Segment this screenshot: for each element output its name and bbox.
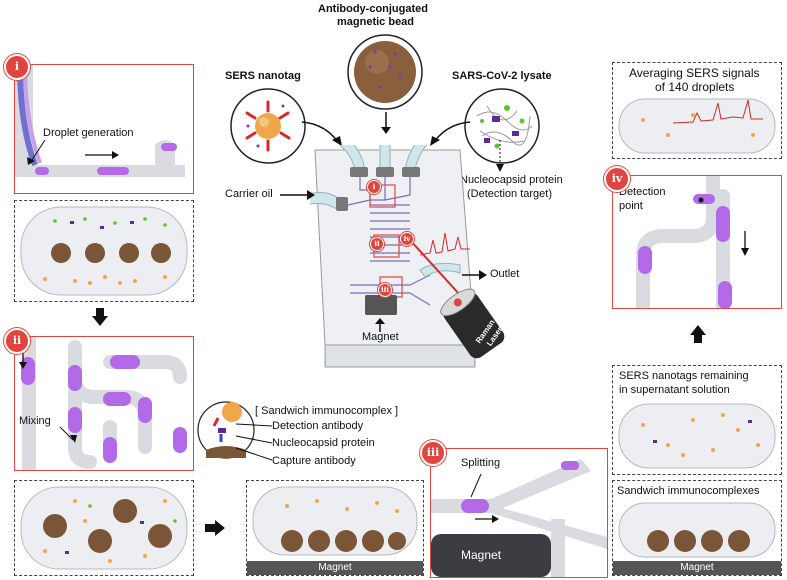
immunocomplex-title: [ Sandwich immunocomplex ]: [255, 405, 399, 417]
mixing-label: Mixing: [19, 415, 51, 427]
nucleocapsid-label-line2: (Detection target): [467, 188, 552, 200]
microfluidic-chip: [310, 145, 476, 368]
panel-sandwich: Sandwich immunocomplexes Magnet: [612, 480, 782, 576]
carrier-oil-label: Carrier oil: [225, 188, 273, 200]
panel-ii-channels: [19, 337, 187, 470]
chip-badge-iv: iv: [400, 232, 414, 246]
panel-ii-droplet-zoom: [14, 480, 194, 576]
panel-iv-badge: iv: [604, 166, 630, 192]
panel-captured-droplet: Magnet: [246, 480, 424, 576]
splitting-label: Splitting: [461, 457, 501, 469]
carrier-oil-arrow: [280, 190, 315, 200]
droplet-zoom-content: [20, 206, 188, 296]
supernatant-label-line2: in supernatant solution: [619, 384, 730, 396]
chip-badge-i: i: [367, 180, 381, 194]
nucleocapsid-label-line1: Nucleocapsid protein: [460, 174, 563, 186]
lysate-illustration: [464, 88, 540, 164]
immunocomplex-pointers: [235, 423, 273, 461]
chip-badge-iii: iii: [378, 283, 392, 297]
nucleocapsid-pointer: [496, 140, 504, 172]
outlet-arrow: [462, 270, 487, 280]
chip-magnet-arrow: [375, 318, 385, 332]
lysate-arrow: [430, 121, 471, 146]
averaging-droplet-content: [618, 98, 776, 154]
panel-i-badge: i: [4, 54, 30, 80]
bead-title-line2: magnetic bead: [337, 16, 415, 28]
averaging-line1: Averaging SERS signals: [629, 66, 760, 80]
panel-iii-magnet-label: Magnet: [461, 548, 502, 562]
panel-iii-splitting: Splitting Magnet: [430, 448, 608, 578]
sandwich-label: Sandwich immunocomplexes: [617, 485, 760, 497]
panel-iii-channels: [431, 459, 607, 577]
panel-i-droplet-zoom: [14, 200, 194, 302]
panel-ii-badge: ii: [4, 328, 30, 354]
panel-supernatant: SERS nanotags remaining in supernatant s…: [612, 365, 782, 475]
captured-magnet-bar: Magnet: [247, 561, 423, 575]
supernatant-label-line1: SERS nanotags remaining: [619, 370, 749, 382]
outlet-label: Outlet: [490, 268, 520, 280]
immunocomplex-inset: [197, 401, 255, 459]
lysate-label: SARS-CoV-2 lysate: [452, 70, 552, 82]
panel-iv-channels: [636, 176, 749, 308]
detection-antibody-label: Detection antibody: [272, 420, 364, 432]
arrow-i-to-ii: [92, 308, 108, 326]
arrow-to-magnet-panel: [205, 520, 225, 536]
nanotag-arrow: [301, 121, 342, 146]
magnetic-bead-illustration: [347, 34, 423, 110]
bead-title-line1: Antibody-conjugated: [318, 3, 428, 15]
panel-ii-mixing: Mixing: [14, 336, 194, 471]
nanotag-illustration: [230, 88, 306, 164]
nucleocapsid-protein-label: Nucleocapsid protein: [272, 437, 375, 449]
panel-iii-badge: iii: [420, 440, 446, 466]
mixing-droplet-content: [20, 486, 188, 570]
droplet-generation-label: Droplet generation: [43, 127, 134, 140]
averaging-line2: of 140 droplets: [655, 80, 735, 94]
panel-i-channels: [15, 65, 185, 177]
nanotag-label: SERS nanotag: [225, 70, 301, 82]
sandwich-droplet-content: [618, 502, 776, 558]
detection-point-line2: point: [619, 200, 643, 212]
capture-antibody-label: Capture antibody: [272, 455, 356, 467]
chip-magnet-label: Magnet: [362, 331, 399, 343]
bead-arrow: [381, 112, 391, 134]
arrow-to-panel-iv: [690, 325, 706, 343]
panel-averaging: Averaging SERS signals of 140 droplets: [612, 62, 782, 159]
panel-iv-detection: Detection point: [612, 175, 782, 309]
detection-point-line1: Detection: [619, 186, 666, 198]
supernatant-droplet-content: [618, 403, 776, 469]
sandwich-magnet-bar: Magnet: [613, 561, 781, 575]
captured-droplet-content: [252, 486, 418, 556]
panel-i-droplet-generation: Droplet generation: [14, 64, 194, 194]
raman-laser-device: [440, 288, 505, 359]
chip-badge-ii: ii: [370, 237, 384, 251]
